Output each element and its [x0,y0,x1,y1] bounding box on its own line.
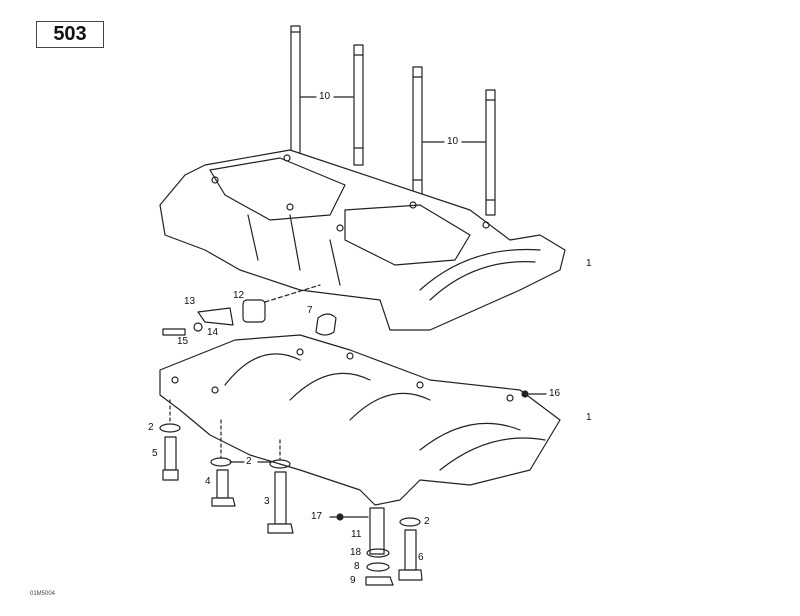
callout-18: 18 [350,547,362,558]
page-number-box: 503 [36,21,104,48]
callout-2b: 2 [246,456,252,467]
callout-8: 8 [354,561,360,572]
callout-1a: 1 [586,258,592,269]
callout-3: 3 [264,496,270,507]
washer-icon [193,322,203,332]
page-number: 503 [53,23,87,45]
callout-12: 12 [233,290,245,301]
callout-1b: 1 [586,412,592,423]
callout-11: 11 [351,529,362,540]
callout-15: 15 [177,336,189,347]
callout-2a: 2 [148,422,154,433]
bracket-icon [197,307,234,326]
clamp-icon [242,299,266,323]
callout-14: 14 [207,327,219,338]
lower-crankcase [159,334,561,506]
drawing-code: 01M5004 [30,591,56,597]
callout-10b: 10 [447,136,459,147]
callout-5: 5 [152,448,158,459]
screw-icon [162,328,186,336]
callout-9: 9 [350,575,356,586]
callout-16: 16 [549,388,561,399]
callout-7: 7 [307,305,313,316]
callout-17: 17 [311,511,323,522]
callout-13: 13 [184,296,196,307]
sleeve-icon [315,313,337,336]
bolts [159,399,423,586]
callout-4: 4 [205,476,211,487]
callout-10a: 10 [319,91,331,102]
callout-6: 6 [418,552,424,563]
callout-2c: 2 [424,516,430,527]
upper-crankcase [159,149,566,331]
